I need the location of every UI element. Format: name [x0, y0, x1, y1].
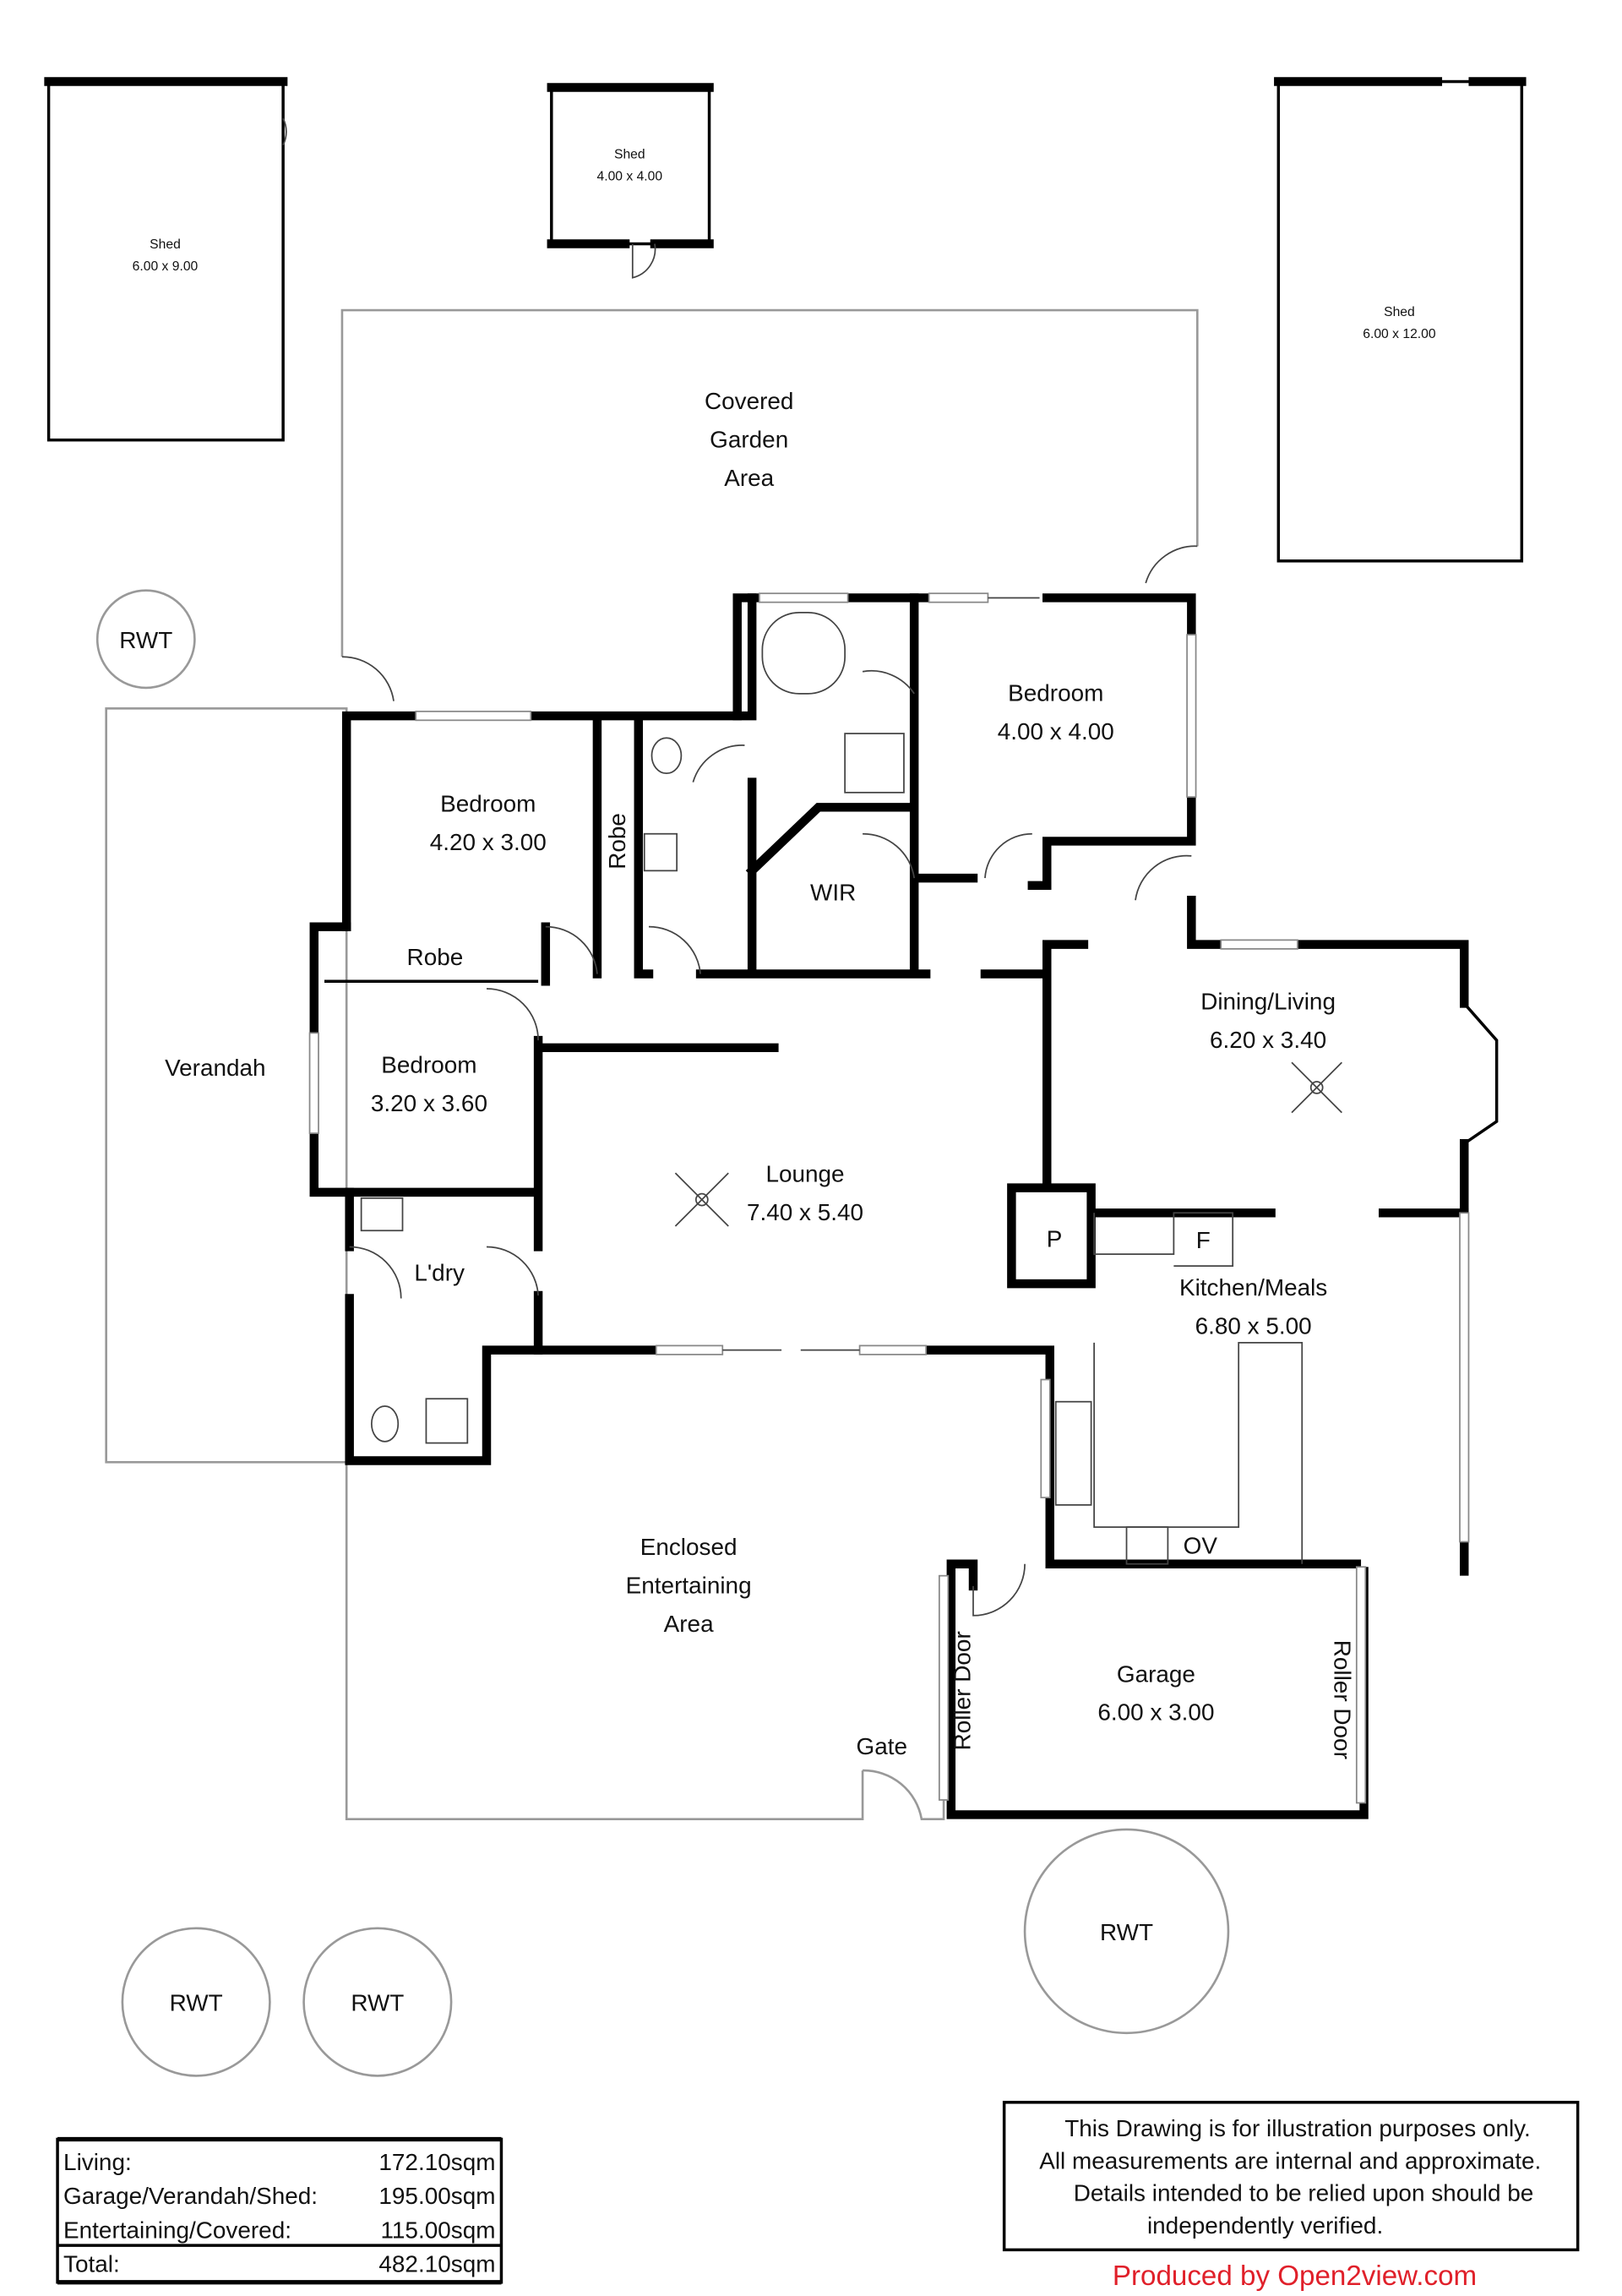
bedroom-1-size: 4.00 x 4.00	[998, 718, 1114, 744]
area-entertaining-value: 115.00sqm	[380, 2217, 495, 2243]
verandah-label: Verandah	[165, 1055, 266, 1081]
svg-text:All measurements are internal: All measurements are internal and approx…	[1039, 2147, 1541, 2173]
wir-label: WIR	[810, 879, 856, 905]
gate-label: Gate	[857, 1733, 908, 1759]
entertaining-label-2: Entertaining	[626, 1573, 752, 1599]
shed-2-size: 4.00 x 4.00	[596, 169, 662, 183]
bedroom-2-name: Bedroom	[440, 791, 536, 817]
lounge-name: Lounge	[765, 1161, 844, 1187]
oven-label: OV	[1184, 1533, 1218, 1559]
shed-3-name: Shed	[1384, 305, 1415, 319]
lounge-size: 7.40 x 5.40	[747, 1199, 863, 1225]
ceiling-fan-icon	[674, 1061, 1342, 1227]
covered-garden-label-2: Garden	[710, 426, 788, 452]
svg-text:This Drawing is for illustrati: This Drawing is for illustration purpose…	[1064, 2115, 1531, 2141]
bedroom-3-size: 3.20 x 3.60	[371, 1090, 487, 1116]
area-total-label: Total:	[63, 2251, 120, 2277]
bedroom-3-name: Bedroom	[381, 1051, 476, 1077]
entertaining-label-1: Enclosed	[640, 1534, 738, 1560]
fridge-label: F	[1196, 1227, 1211, 1253]
svg-text:RWT: RWT	[351, 1990, 404, 2016]
shed-3-size: 6.00 x 12.00	[1363, 327, 1436, 341]
rwt-tank: RWT	[95, 589, 196, 690]
windows	[308, 592, 1499, 1804]
area-living-label: Living:	[63, 2149, 132, 2175]
covered-garden-outline	[340, 308, 1199, 657]
pantry-label: P	[1047, 1225, 1063, 1252]
shed-3: Shed 6.00 x 12.00	[1274, 77, 1527, 563]
shed-1: Shed 6.00 x 9.00	[44, 77, 288, 442]
disclaimer-box: This Drawing is for illustration purpose…	[1002, 2101, 1580, 2252]
rwt-tank: RWT	[121, 1927, 271, 2077]
house-walls	[309, 593, 1469, 1819]
roller-door-left-label: Roller Door	[950, 1631, 976, 1750]
area-total-value: 482.10sqm	[378, 2251, 495, 2277]
entertaining-label-3: Area	[664, 1611, 714, 1637]
kitchen-size: 6.80 x 5.00	[1195, 1312, 1312, 1339]
shed-1-name: Shed	[150, 237, 181, 252]
dining-size: 6.20 x 3.40	[1210, 1027, 1326, 1053]
door-swings	[349, 612, 1304, 1617]
laundry-label: L'dry	[414, 1260, 465, 1286]
garage-size: 6.00 x 3.00	[1097, 1699, 1214, 1726]
covered-garden-label-1: Covered	[705, 388, 793, 414]
area-entertaining-label: Entertaining/Covered:	[63, 2217, 291, 2243]
svg-text:RWT: RWT	[119, 627, 172, 653]
credit-link[interactable]: Produced by Open2view.com	[1113, 2261, 1477, 2292]
shed-2-name: Shed	[614, 147, 645, 161]
rwt-tank: RWT	[302, 1927, 453, 2077]
svg-text:RWT: RWT	[1100, 1919, 1153, 1945]
area-garage-label: Garage/Verandah/Shed:	[63, 2183, 318, 2209]
shed-1-size: 6.00 x 9.00	[133, 259, 199, 274]
svg-text:Details intended to be relied: Details intended to be relied upon shoul…	[1074, 2180, 1534, 2206]
svg-text:independently verified.: independently verified.	[1147, 2212, 1383, 2239]
entertaining-outline	[345, 1462, 864, 1820]
robe-1-label: Robe	[604, 813, 630, 870]
bedroom-2-size: 4.20 x 3.00	[430, 829, 547, 855]
svg-text:RWT: RWT	[170, 1990, 223, 2016]
verandah-outline	[105, 707, 348, 1464]
roller-door-right-label: Roller Door	[1330, 1640, 1356, 1759]
bedroom-1-name: Bedroom	[1008, 680, 1103, 706]
shed-2: Shed 4.00 x 4.00	[547, 83, 714, 279]
dining-name: Dining/Living	[1200, 988, 1336, 1014]
robe-2-label: Robe	[407, 944, 464, 970]
area-living-value: 172.10sqm	[378, 2149, 495, 2175]
kitchen-name: Kitchen/Meals	[1179, 1274, 1327, 1301]
rwt-tank: RWT	[1023, 1828, 1230, 2035]
covered-garden-label-3: Area	[724, 465, 774, 491]
area-garage-value: 195.00sqm	[378, 2183, 495, 2209]
garage-name: Garage	[1117, 1661, 1195, 1687]
area-table: Living: 172.10sqm Garage/Verandah/Shed: …	[56, 2136, 503, 2285]
